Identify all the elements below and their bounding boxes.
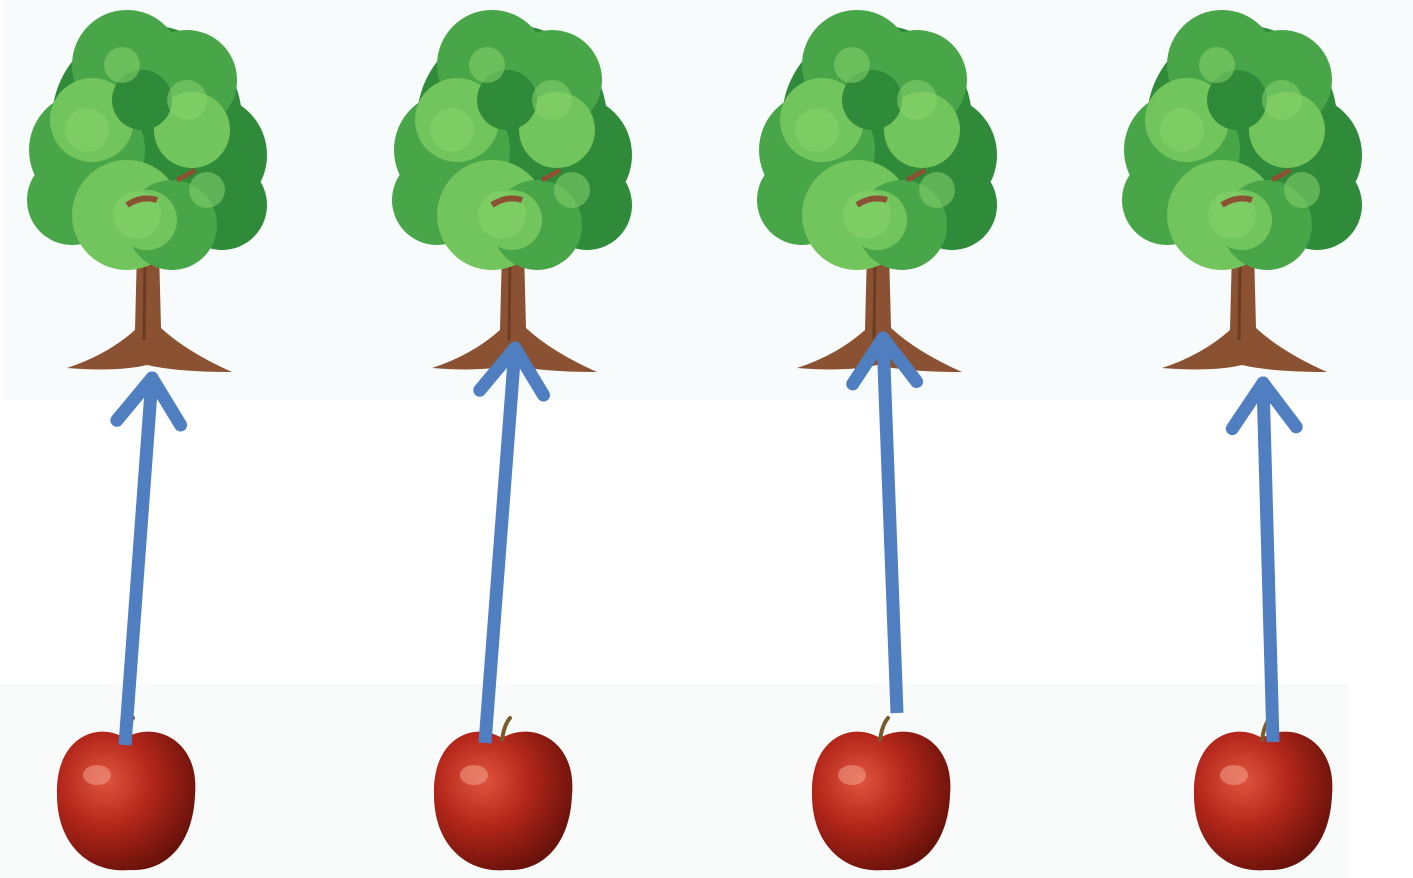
apple-row [57, 718, 1332, 870]
tree-icon [757, 10, 997, 372]
arrow-layer [117, 338, 1296, 745]
apple-icon [812, 718, 950, 870]
apple-icon [434, 718, 572, 870]
arrow-up-icon [117, 378, 181, 745]
tree-row [27, 10, 1362, 372]
arrow-up-icon [480, 348, 544, 743]
tree-icon [27, 10, 267, 372]
arrow-up-icon [853, 338, 917, 713]
tree-icon [1122, 10, 1362, 372]
arrow-up-icon [1232, 383, 1296, 742]
tree-icon [392, 10, 632, 372]
apple-icon [1194, 718, 1332, 870]
